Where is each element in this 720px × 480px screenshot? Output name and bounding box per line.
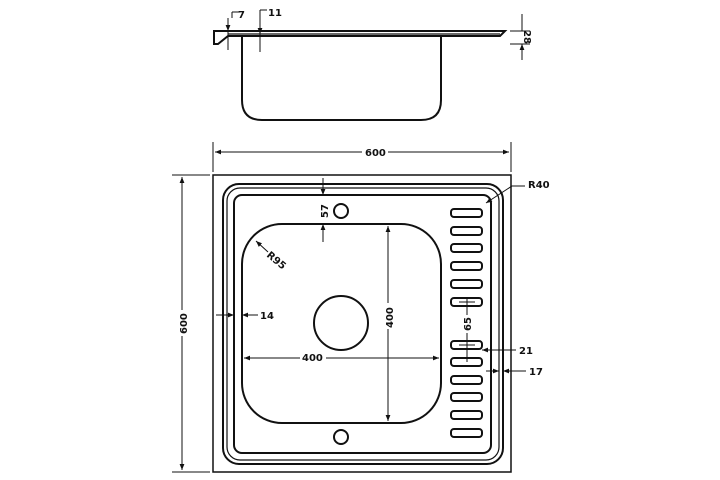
top-view: 600 600 R40 57 R95 14 400 400 65 21 17 <box>172 142 550 473</box>
overflow-hole <box>333 429 349 445</box>
drain-slot <box>450 261 483 271</box>
side-view: 7 11 28 <box>213 8 532 121</box>
dim-corner-radius: R40 <box>528 180 550 191</box>
drain-slot <box>450 410 483 420</box>
dim-width: 600 <box>365 148 386 159</box>
tap-hole <box>333 203 349 219</box>
dim-rim-margin: 17 <box>529 367 543 378</box>
dim-7 <box>227 11 240 50</box>
bowl <box>241 223 442 424</box>
dim-hole-offset: 57 <box>320 204 331 218</box>
drain-slot <box>450 375 483 385</box>
drain-slot <box>450 279 483 289</box>
drain-slot <box>450 428 483 438</box>
drain-slot <box>450 392 483 402</box>
dim-bowl-offset: 11 <box>268 8 282 19</box>
dim-bowl-width: 400 <box>302 353 323 364</box>
dim-edge-offset: 14 <box>260 311 274 322</box>
drain-slot <box>450 226 483 236</box>
dim-bowl-depth: 400 <box>385 307 396 328</box>
dim-bowl-radius: R95 <box>264 250 288 272</box>
dim-slot-gap: 65 <box>463 317 474 331</box>
dim-slot-margin: 21 <box>519 346 533 357</box>
drain-slot <box>450 208 483 218</box>
drain-slot <box>450 243 483 253</box>
dim-height: 28 <box>521 30 532 44</box>
dim-depth: 600 <box>179 313 190 334</box>
dim-rim-thickness: 7 <box>238 10 245 21</box>
drain-hole <box>313 295 369 351</box>
